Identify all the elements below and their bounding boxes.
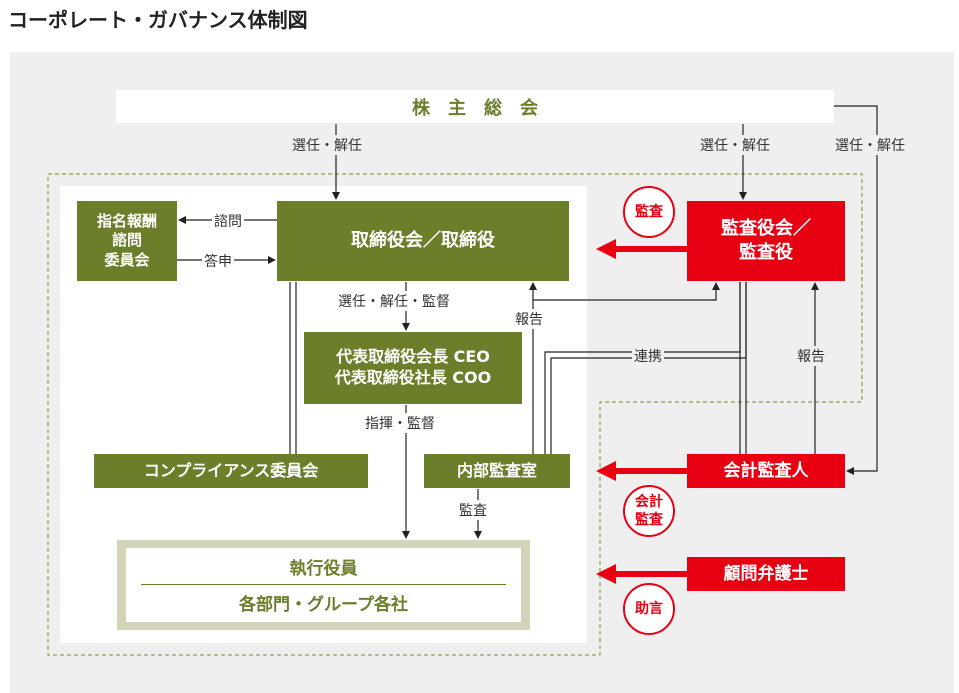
accounting-audit-circle: 会計 監査 [623, 485, 675, 537]
executives-frame: 執行役員 各部門・グループ各社 [117, 540, 530, 630]
label-report-auditor: 報告 [795, 346, 827, 366]
accounting-audit-line-1: 会計 [635, 493, 663, 510]
audit-circle: 監査 [623, 186, 675, 238]
label-elect-mid: 選任・解任 [698, 135, 772, 155]
label-command: 指揮・監督 [363, 413, 437, 433]
audit-board-line-2: 監査役 [739, 242, 793, 263]
label-audit-exec: 監査 [457, 500, 489, 520]
executives-divider [141, 584, 506, 585]
label-cooperate: 連携 [632, 346, 664, 366]
internal-audit-office: 内部監査室 [424, 454, 570, 488]
accounting-auditor: 会計監査人 [687, 454, 845, 488]
nomination-committee: 指名報酬 諮問 委員会 [77, 201, 177, 281]
label-consult: 諮問 [212, 211, 244, 231]
accounting-audit-line-2: 監査 [635, 512, 663, 528]
page-title: コーポレート・ガバナンス体制図 [8, 8, 308, 32]
departments-label: 各部門・グループ各社 [239, 594, 408, 615]
audit-board-line-1: 監査役会／ [721, 217, 811, 239]
label-elect-left: 選任・解任 [290, 135, 364, 155]
nomination-line-2: 諮問 [111, 231, 142, 250]
ceo-line-2: 代表取締役社長 COO [334, 368, 492, 387]
label-elect-right: 選任・解任 [833, 135, 907, 155]
board-of-directors: 取締役会／取締役 [277, 201, 569, 281]
ceo-line-1: 代表取締役会長 CEO [336, 347, 490, 367]
audit-board: 監査役会／ 監査役 [687, 201, 845, 281]
nomination-line-1: 指名報酬 [96, 211, 157, 230]
executives-label: 執行役員 [289, 558, 358, 579]
ceo-box: 代表取締役会長 CEO 代表取締役社長 COO [304, 332, 522, 404]
label-report-answer: 答申 [202, 251, 234, 271]
executives-inner: 執行役員 各部門・グループ各社 [126, 548, 521, 622]
label-elect-supervise: 選任・解任・監督 [336, 291, 452, 311]
advice-circle: 助言 [623, 583, 675, 635]
nomination-line-3: 委員会 [104, 250, 150, 269]
legal-advisor: 顧問弁護士 [687, 557, 845, 591]
label-report-board: 報告 [513, 309, 545, 329]
compliance-committee: コンプライアンス委員会 [94, 454, 368, 488]
shareholders-meeting: 株 主 総 会 [116, 90, 834, 123]
